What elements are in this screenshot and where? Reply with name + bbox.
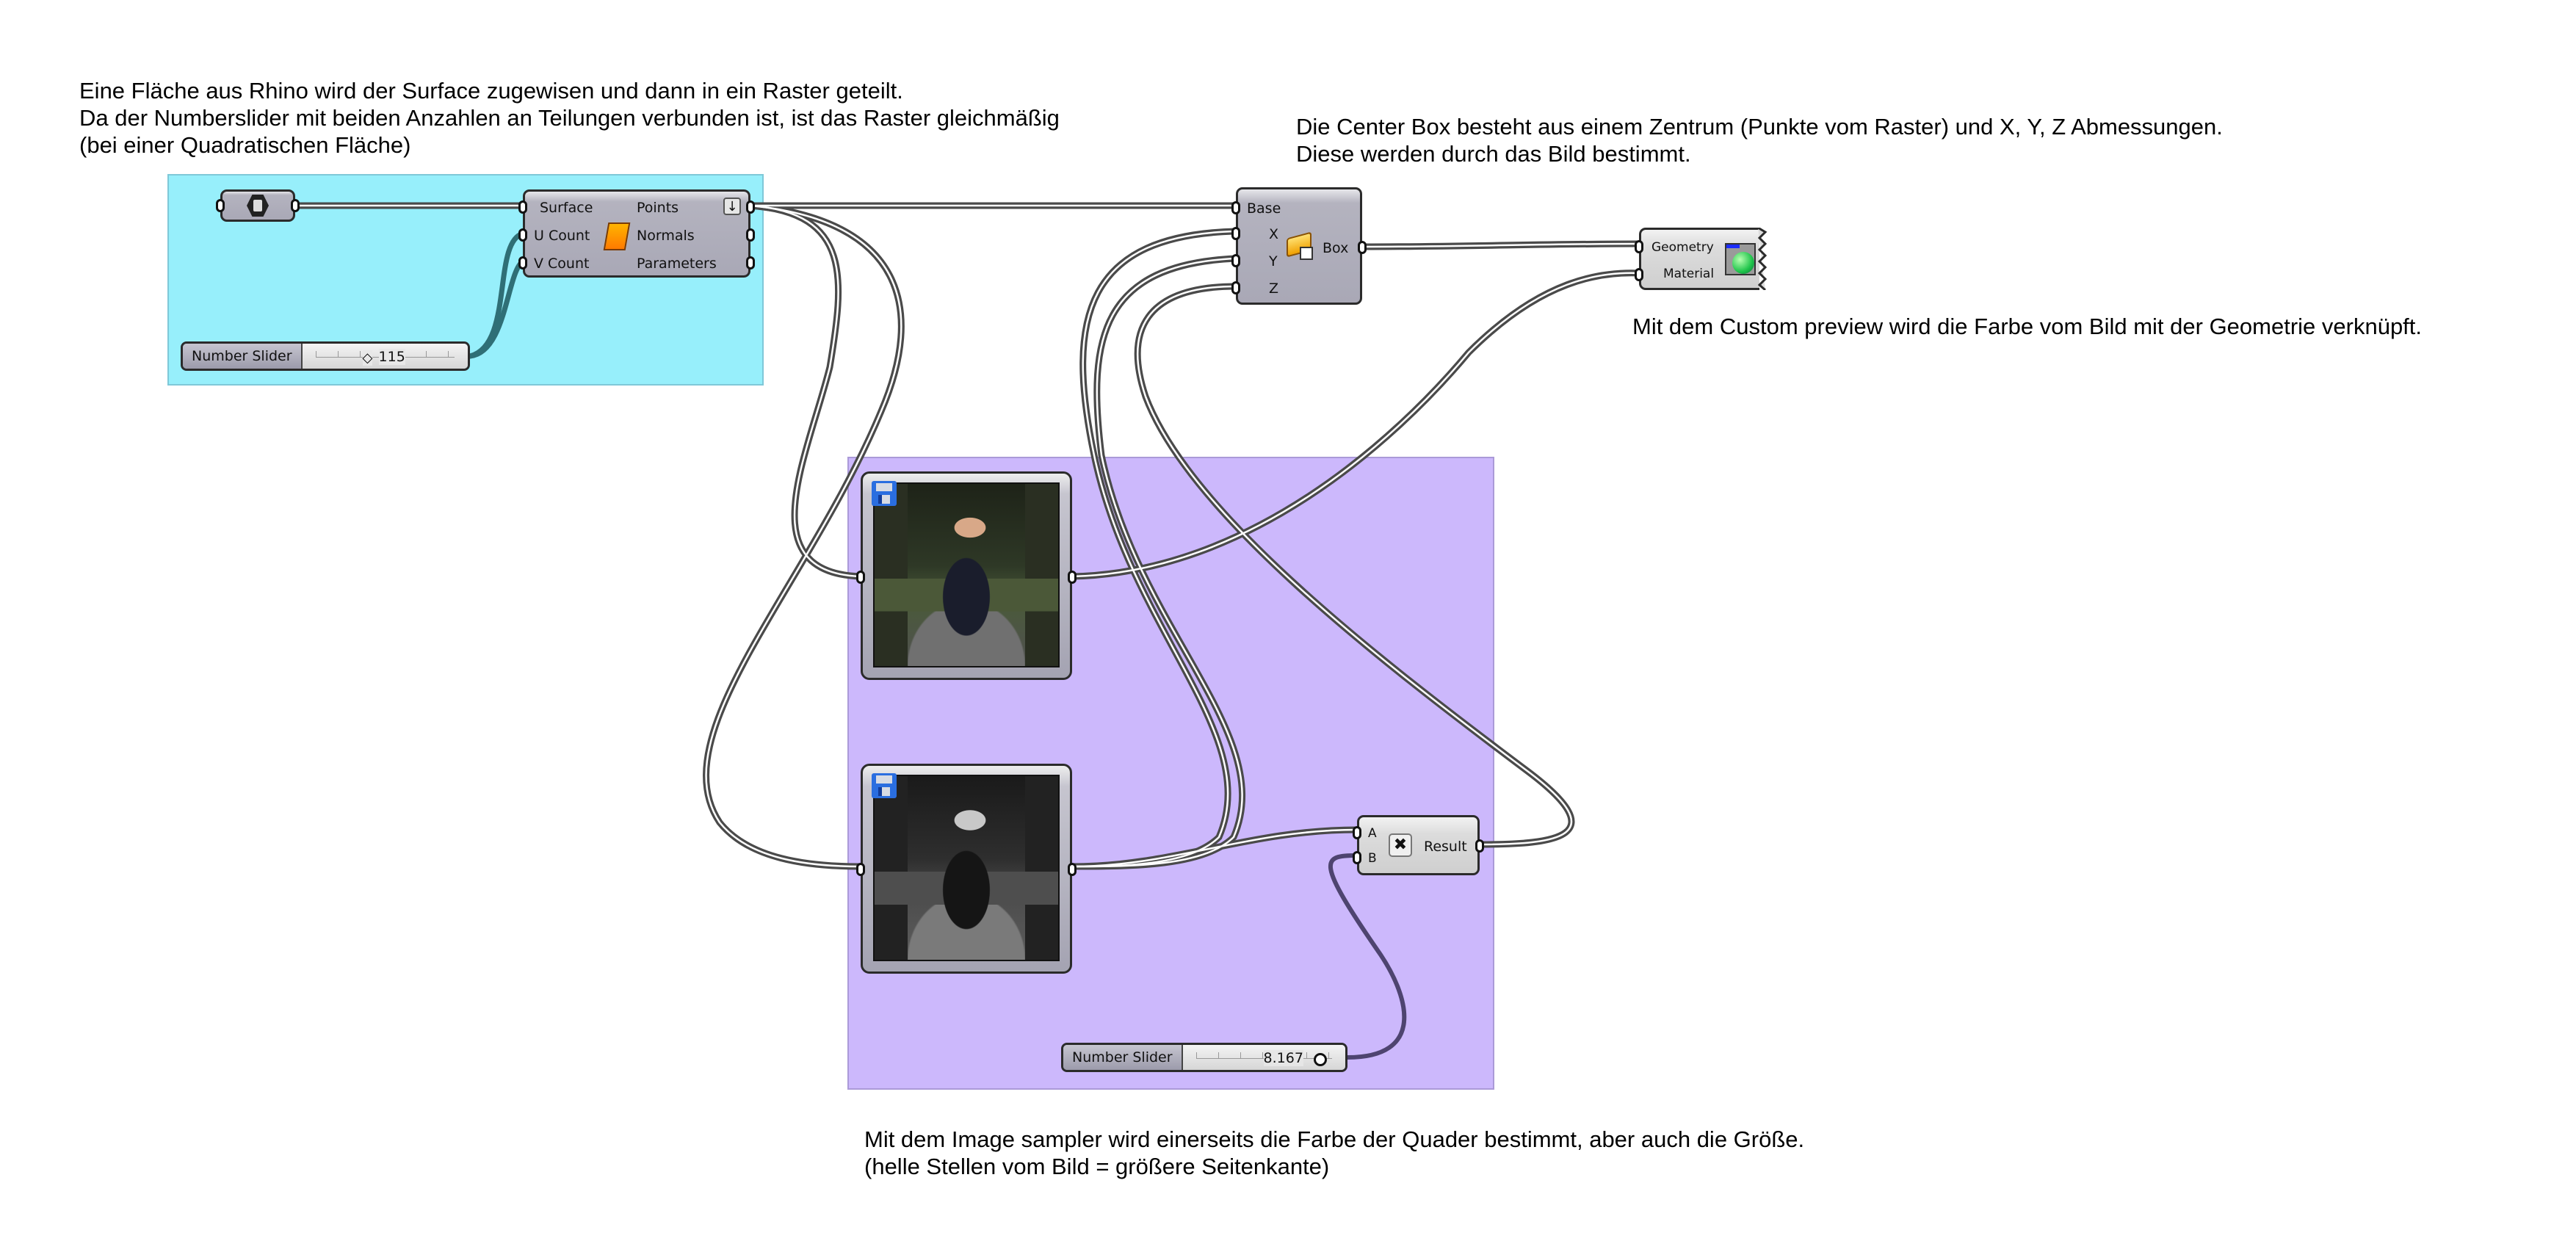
slider-name: Number Slider [183,344,303,369]
multiply-component[interactable]: A B ✖ Result [1353,815,1484,875]
output-port[interactable] [1068,863,1077,876]
slider-handle-icon[interactable] [1313,1053,1327,1066]
input-port[interactable] [856,863,865,876]
divide-surface-icon [603,222,631,250]
output-port-normals[interactable] [746,228,755,242]
slider-track[interactable]: 8.167 [1182,1045,1345,1070]
input-port-surface[interactable] [518,200,527,214]
note-center-box: Die Center Box besteht aus einem Zentrum… [1296,113,2223,167]
input-label: Y [1269,253,1278,269]
number-slider-count[interactable]: Number Slider ◇ 115 [181,341,470,371]
output-port[interactable] [1345,1051,1347,1064]
slider-track[interactable]: ◇ 115 [302,344,468,369]
center-box-grid-icon [1300,247,1313,260]
input-port-material[interactable] [1635,268,1643,281]
note-line: Diese werden durch das Bild bestimmt. [1296,141,1691,167]
input-port-z[interactable] [1231,281,1240,294]
image-sampler-grayscale[interactable] [856,764,1077,974]
custom-preview-icon [1725,243,1756,275]
photo-color [873,482,1060,667]
multiply-icon: ✖ [1389,833,1412,857]
input-port[interactable] [216,199,225,212]
input-label: Material [1663,267,1715,281]
input-port-base[interactable] [1231,201,1240,214]
output-port-parameters[interactable] [746,256,755,269]
input-label: U Count [534,228,590,244]
input-label: V Count [534,256,590,272]
number-slider-size[interactable]: Number Slider 8.167 [1061,1043,1347,1072]
note-line: Mit dem Image sampler wird einerseits di… [864,1126,1805,1152]
input-port-a[interactable] [1353,826,1361,839]
output-label: Normals [637,228,695,244]
input-label: A [1368,826,1377,841]
input-port-x[interactable] [1231,227,1240,240]
slider-value: 115 [378,349,405,365]
save-icon[interactable] [872,481,897,506]
custom-preview-component[interactable]: Geometry Material [1635,228,1768,290]
graft-arrow-icon[interactable]: ↓ [723,198,741,215]
note-line: (helle Stellen vom Bild = größere Seiten… [864,1154,1330,1179]
note-custom-preview: Mit dem Custom preview wird die Farbe vo… [1632,313,2422,340]
note-line: Da der Numberslider mit beiden Anzahlen … [79,105,1060,131]
slider-name: Number Slider [1063,1045,1183,1070]
note-line: Eine Fläche aus Rhino wird der Surface z… [79,78,903,104]
center-box-component[interactable]: Base X Y Z Box [1231,187,1367,305]
input-label: X [1269,226,1279,242]
input-label: Base [1247,200,1281,217]
note-image-sampler: Mit dem Image sampler wird einerseits di… [864,1126,1804,1180]
input-label: Z [1269,281,1279,297]
surface-param-icon [247,195,269,217]
note-line: (bei einer Quadratischen Fläche) [79,132,411,158]
output-label: Box [1323,240,1349,256]
divide-surface-component[interactable]: Surface U Count V Count Points Normals P… [518,189,755,278]
surface-param[interactable] [216,189,300,222]
zigzag-edge [1758,228,1768,290]
note-line: Mit dem Custom preview wird die Farbe vo… [1632,314,2423,339]
output-port-box[interactable] [1358,241,1367,254]
note-surface: Eine Fläche aus Rhino wird der Surface z… [79,77,1060,159]
input-label: B [1368,851,1377,866]
photo-grayscale [873,775,1060,961]
output-label: Result [1424,839,1467,855]
note-line: Die Center Box besteht aus einem Zentrum… [1296,114,2223,140]
input-port[interactable] [856,571,865,584]
input-label: Geometry [1651,240,1714,255]
input-port-u-count[interactable] [518,228,527,242]
input-port-v-count[interactable] [518,256,527,269]
save-icon[interactable] [872,773,897,798]
output-label: Parameters [637,256,717,272]
output-label: Points [637,200,679,216]
input-label: Surface [540,200,593,216]
image-sampler-color[interactable] [856,471,1077,680]
input-port-y[interactable] [1231,254,1240,267]
input-port-b[interactable] [1353,851,1361,864]
output-port[interactable] [291,199,300,212]
output-port[interactable] [468,350,470,363]
slider-handle-icon[interactable]: ◇ [362,350,373,366]
output-port-result[interactable] [1475,839,1484,853]
slider-value: 8.167 [1263,1050,1303,1066]
input-port-geometry[interactable] [1635,240,1643,253]
output-port[interactable] [1068,571,1077,584]
output-port-points[interactable] [746,200,755,214]
